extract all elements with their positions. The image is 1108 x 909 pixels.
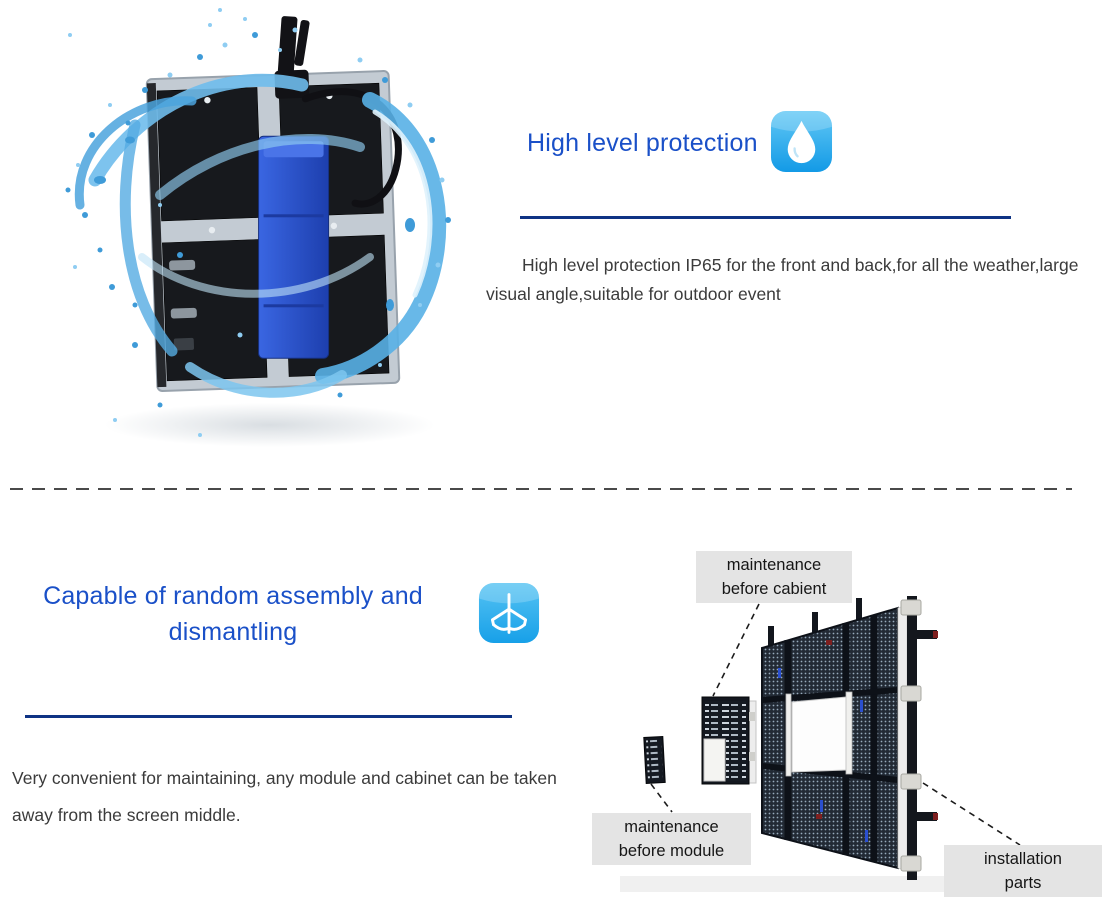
label-maintenance-before-cabinet: maintenance before cabient	[696, 551, 852, 603]
leader-lines	[650, 603, 1021, 846]
floating-module	[643, 735, 666, 784]
label-installation-parts: installation parts	[944, 845, 1102, 897]
label-maintenance-before-module-line1: maintenance	[624, 818, 719, 836]
section-divider	[10, 488, 1072, 490]
assembly-title: Capable of random assembly and dismantli…	[22, 578, 444, 650]
water-drop-icon	[770, 110, 833, 173]
missing-cabinet-hole	[791, 696, 847, 773]
label-installation-parts-line2: parts	[1004, 874, 1042, 892]
floating-cabinet	[701, 696, 757, 785]
assembly-title-line1: Capable of random assembly and	[43, 582, 423, 610]
protection-underline	[520, 216, 1011, 219]
label-maintenance-before-cabinet-line1: maintenance	[726, 556, 822, 574]
water-splash	[74, 73, 447, 398]
cabinet-reflection	[105, 403, 435, 447]
led-cabinet-back	[145, 16, 402, 392]
protection-description: High level protection IP65 for the front…	[486, 251, 1104, 309]
assembly-description-line2: away from the screen middle.	[12, 805, 241, 825]
waterproof-cabinet-image	[65, 8, 451, 447]
led-wall-exploded-image	[620, 596, 1090, 892]
protection-title: High level protection	[527, 129, 758, 157]
assembly-description-line1: Very convenient for maintaining, any mod…	[12, 768, 557, 788]
label-installation-parts-line1: installation	[984, 850, 1062, 868]
assembly-underline	[25, 715, 512, 718]
assembly-description: Very convenient for maintaining, any mod…	[12, 760, 602, 834]
wind-turbine-icon	[478, 582, 540, 644]
protection-description-line2: visual angle,suitable for outdoor event	[486, 284, 781, 304]
water-droplets	[65, 32, 451, 408]
water-droplets-light	[68, 8, 445, 437]
label-maintenance-before-module: maintenance before module	[592, 813, 751, 865]
led-wall	[761, 598, 899, 870]
protection-description-line1: High level protection IP65 for the front…	[522, 255, 1079, 275]
assembly-title-line2: dismantling	[168, 618, 298, 646]
label-maintenance-before-cabinet-line2: before cabient	[721, 580, 827, 598]
label-maintenance-before-module-line2: before module	[618, 842, 725, 860]
installation-rail	[897, 596, 938, 880]
